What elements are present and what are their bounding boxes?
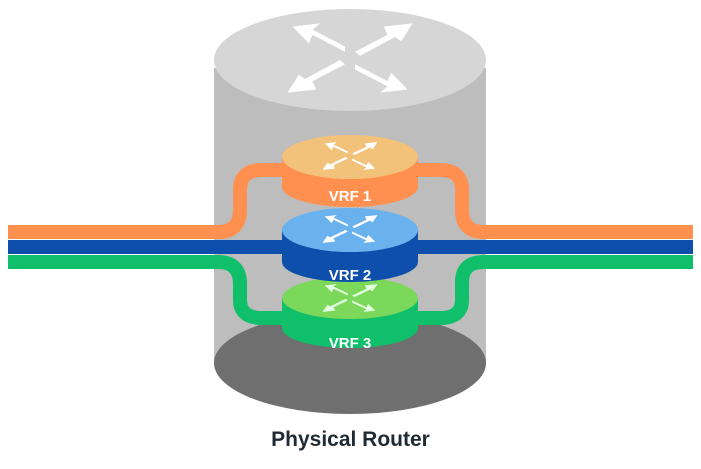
vrf-3: VRF 3 xyxy=(8,255,693,352)
vrf-1-label: VRF 1 xyxy=(329,188,372,205)
vrf-2-disk-top xyxy=(282,208,418,252)
vrf-1-disk-top xyxy=(282,135,418,179)
router-top xyxy=(214,9,486,111)
vrf-3-label: VRF 3 xyxy=(329,335,372,352)
vrf-3-disk-top xyxy=(282,277,418,319)
router-bottom xyxy=(214,312,486,414)
vrf-2: VRF 2 xyxy=(8,208,693,284)
diagram-caption: Physical Router xyxy=(271,428,430,451)
vrf-2-label: VRF 2 xyxy=(329,267,372,284)
vrf-1: VRF 1 xyxy=(8,135,693,239)
